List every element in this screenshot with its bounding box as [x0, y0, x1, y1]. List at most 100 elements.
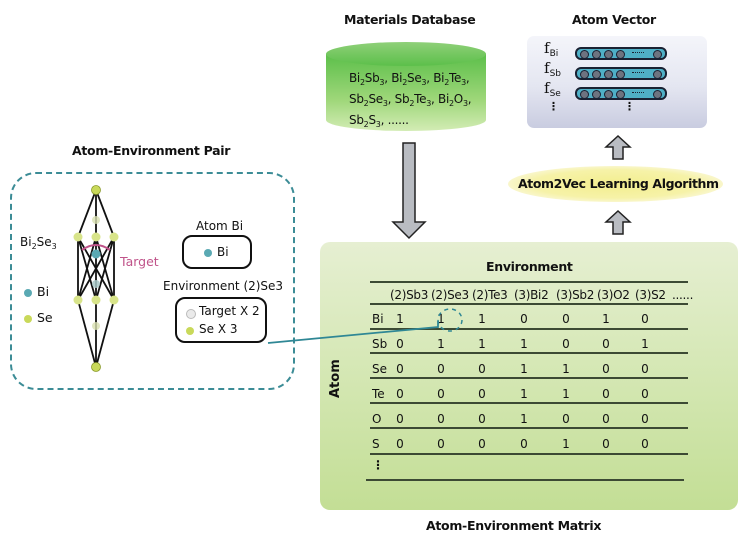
matrix-cell: 1: [520, 387, 528, 401]
matrix-cell: 0: [641, 437, 649, 451]
row-header-o: O: [372, 412, 382, 426]
atom-vector-sb: [575, 67, 667, 80]
column-header: (3)Bi2: [514, 288, 549, 302]
more-rows-ellipsis: ⋮: [372, 458, 384, 472]
matrix-cell: 1: [396, 312, 404, 326]
se-dot-icon: [186, 327, 194, 335]
matrix-cell: 0: [641, 312, 649, 326]
vector-node-icon: [580, 69, 589, 79]
matrix-rule: [370, 281, 688, 283]
matrix-cell: 1: [641, 337, 649, 351]
row-header-bi: Bi: [372, 312, 384, 326]
matrix-rule: [370, 352, 688, 354]
matrix-cell: 1: [562, 362, 570, 376]
vector-label-se: fSe: [544, 79, 561, 99]
down-arrow-icon: [391, 142, 427, 240]
atom-box: Bi: [182, 235, 252, 269]
matrix-cell: 0: [602, 387, 610, 401]
atom-vector-se: [575, 87, 667, 100]
up-arrow-icon: [604, 209, 632, 235]
pair-title: Atom-Environment Pair: [72, 143, 231, 158]
column-header: (2)Sb3: [390, 288, 429, 302]
column-header: (3)Sb2: [556, 288, 595, 302]
matrix-cell: 0: [396, 337, 404, 351]
atom-axis-label: Atom: [328, 359, 343, 398]
matrix-cell: 0: [437, 362, 445, 376]
vector-rows-ellipsis: ⋮: [548, 100, 559, 113]
atom-bi-label: Atom Bi: [196, 219, 244, 233]
up-arrow-icon: [604, 134, 632, 160]
matrix-cell: 0: [641, 362, 649, 376]
vector-node-icon: [653, 69, 662, 79]
vector-node-icon: [604, 69, 613, 79]
vector-node-icon: [616, 49, 625, 59]
vector-node-icon: [604, 49, 613, 59]
matrix-cell: 0: [641, 387, 649, 401]
env-item-target: Target X 2: [199, 304, 260, 318]
vector-node-icon: [653, 49, 662, 59]
matrix-rule: [366, 479, 684, 481]
matrix-cell: 0: [562, 312, 570, 326]
legend-bi-label: Bi: [37, 284, 50, 299]
compound-line: Sb2S3, ......: [349, 113, 409, 129]
vector-node-icon: [604, 89, 613, 99]
matrix-cell: 1: [602, 312, 610, 326]
environment-label: Environment (2)Se3: [163, 279, 284, 293]
vector-label-bi: fBi: [544, 39, 559, 59]
matrix-rule: [370, 303, 688, 305]
atom-vector-title: Atom Vector: [572, 12, 656, 27]
matrix-cell: 0: [478, 387, 486, 401]
matrix-cell: 0: [396, 362, 404, 376]
matrix-rule: [370, 377, 688, 379]
compound-label: Bi2Se3: [20, 235, 57, 251]
se-legend-dot-icon: [24, 315, 32, 323]
vector-node-icon: [653, 89, 662, 99]
matrix-cell: 1: [478, 312, 486, 326]
compound-line: Sb2Se3, Sb2Te3, Bi2O3,: [349, 92, 472, 108]
atom-vector-bi: [575, 47, 667, 60]
matrix-cell: 0: [641, 412, 649, 426]
matrix-cell: 0: [602, 412, 610, 426]
matrix-cell: 0: [562, 412, 570, 426]
vector-ellipsis: [632, 72, 644, 73]
target-label: Target: [120, 254, 159, 269]
se-atom-icons: [73, 185, 119, 372]
pair-dashed-frame: [10, 172, 295, 390]
matrix-cell: 0: [602, 437, 610, 451]
bi-atom-target-icon: [91, 249, 101, 259]
vector-node-icon: [592, 49, 601, 59]
matrix-cell: 0: [437, 437, 445, 451]
matrix-cell: 0: [478, 362, 486, 376]
matrix-cell: 1: [437, 337, 445, 351]
matrix-cell: 1: [437, 312, 445, 326]
atom-box-label: Bi: [217, 245, 229, 259]
legend-se-label: Se: [37, 310, 53, 325]
matrix-cell: 1: [520, 337, 528, 351]
bi-atom-icon: [92, 280, 100, 288]
matrix-rule: [370, 402, 688, 404]
matrix-rule: [370, 328, 688, 330]
matrix-cell: 1: [562, 437, 570, 451]
environment-axis-label: Environment: [486, 259, 573, 274]
matrix-panel: [320, 242, 738, 510]
vector-node-icon: [592, 89, 601, 99]
materials-database-title: Materials Database: [344, 12, 476, 27]
bi-legend-dot-icon: [24, 289, 32, 297]
matrix-cell: 0: [562, 337, 570, 351]
matrix-rule: [370, 427, 688, 429]
matrix-cell: 0: [437, 412, 445, 426]
vector-ellipsis: [632, 52, 644, 53]
matrix-rule: [370, 453, 688, 455]
vector-ellipsis: [632, 92, 644, 93]
vector-node-icon: [616, 89, 625, 99]
row-header-te: Te: [372, 387, 385, 401]
column-header: ......: [672, 288, 694, 302]
crystal-structure-diagram: [73, 185, 119, 372]
matrix-cell: 0: [520, 437, 528, 451]
vector-node-icon: [592, 69, 601, 79]
row-header-sb: Sb: [372, 337, 388, 351]
matrix-title: Atom-Environment Matrix: [426, 518, 602, 533]
matrix-cell: 0: [396, 387, 404, 401]
environment-box: Target X 2 Se X 3: [175, 297, 267, 343]
vector-node-icon: [616, 69, 625, 79]
